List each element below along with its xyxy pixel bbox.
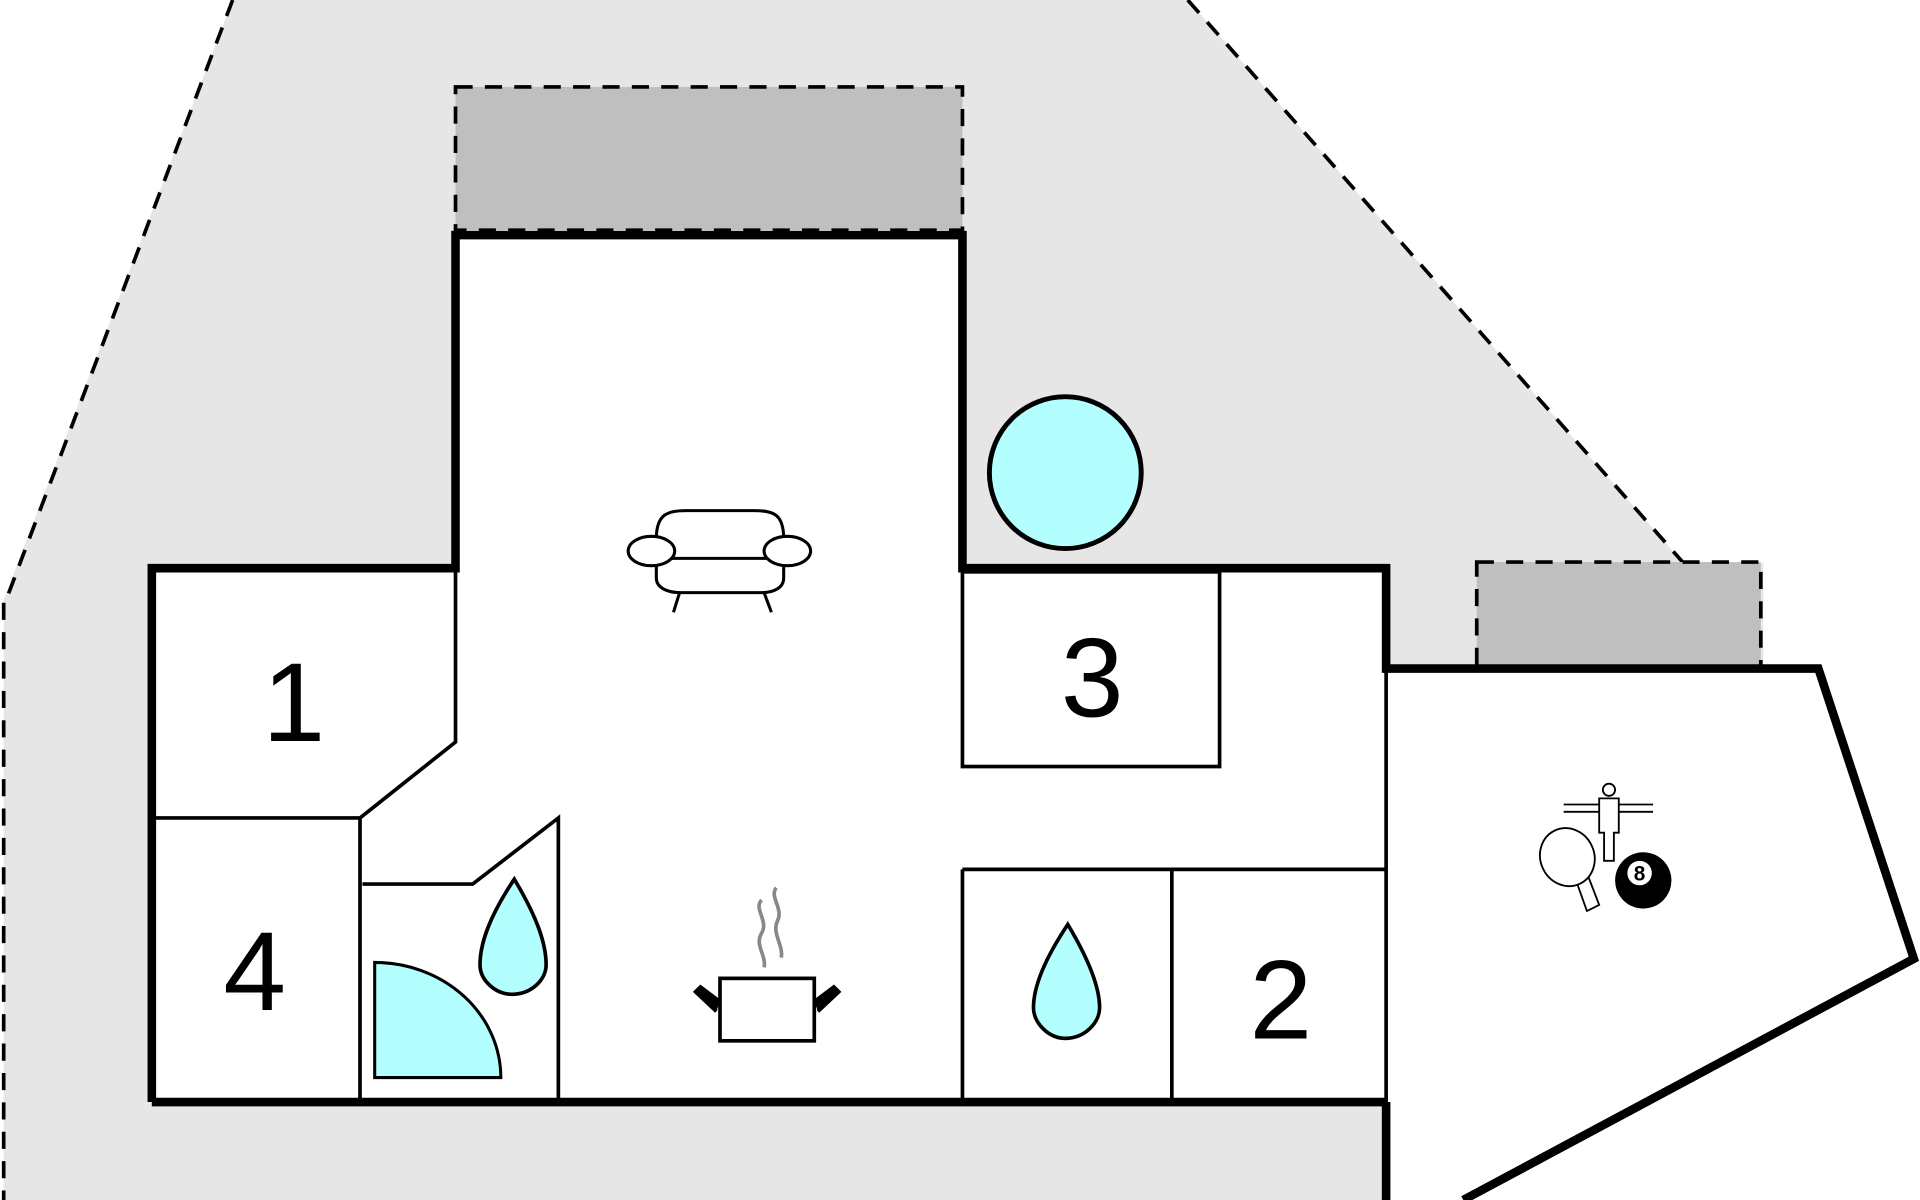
water-drop-icon [1031, 921, 1102, 1041]
sofa-icon [626, 509, 813, 613]
water-drop-icon [478, 875, 548, 997]
terrace-east [1474, 560, 1763, 670]
room-label-1: 1 [263, 639, 326, 765]
exterior-walls [147, 230, 1920, 1200]
kitchen-pot-icon [692, 886, 842, 1043]
shower-icon [373, 960, 503, 1080]
billiard-ball-icon: 8 [1615, 852, 1672, 909]
plot-boundary-right [1186, 0, 1686, 565]
room-label-2: 2 [1249, 936, 1312, 1062]
terrace-north [453, 85, 965, 233]
foosball-icon [1563, 782, 1654, 862]
interior-walls [151, 568, 1388, 1103]
plot-boundary-left [1, 0, 235, 1200]
building-floor [151, 235, 1914, 1200]
billiard-ball-number: 8 [1634, 862, 1646, 885]
pool-icon [986, 394, 1144, 552]
room-label-4: 4 [223, 908, 286, 1034]
room-label-3: 3 [1061, 614, 1124, 740]
game-room-icons: 8 [1539, 782, 1672, 913]
table-tennis-icon [1539, 827, 1601, 913]
